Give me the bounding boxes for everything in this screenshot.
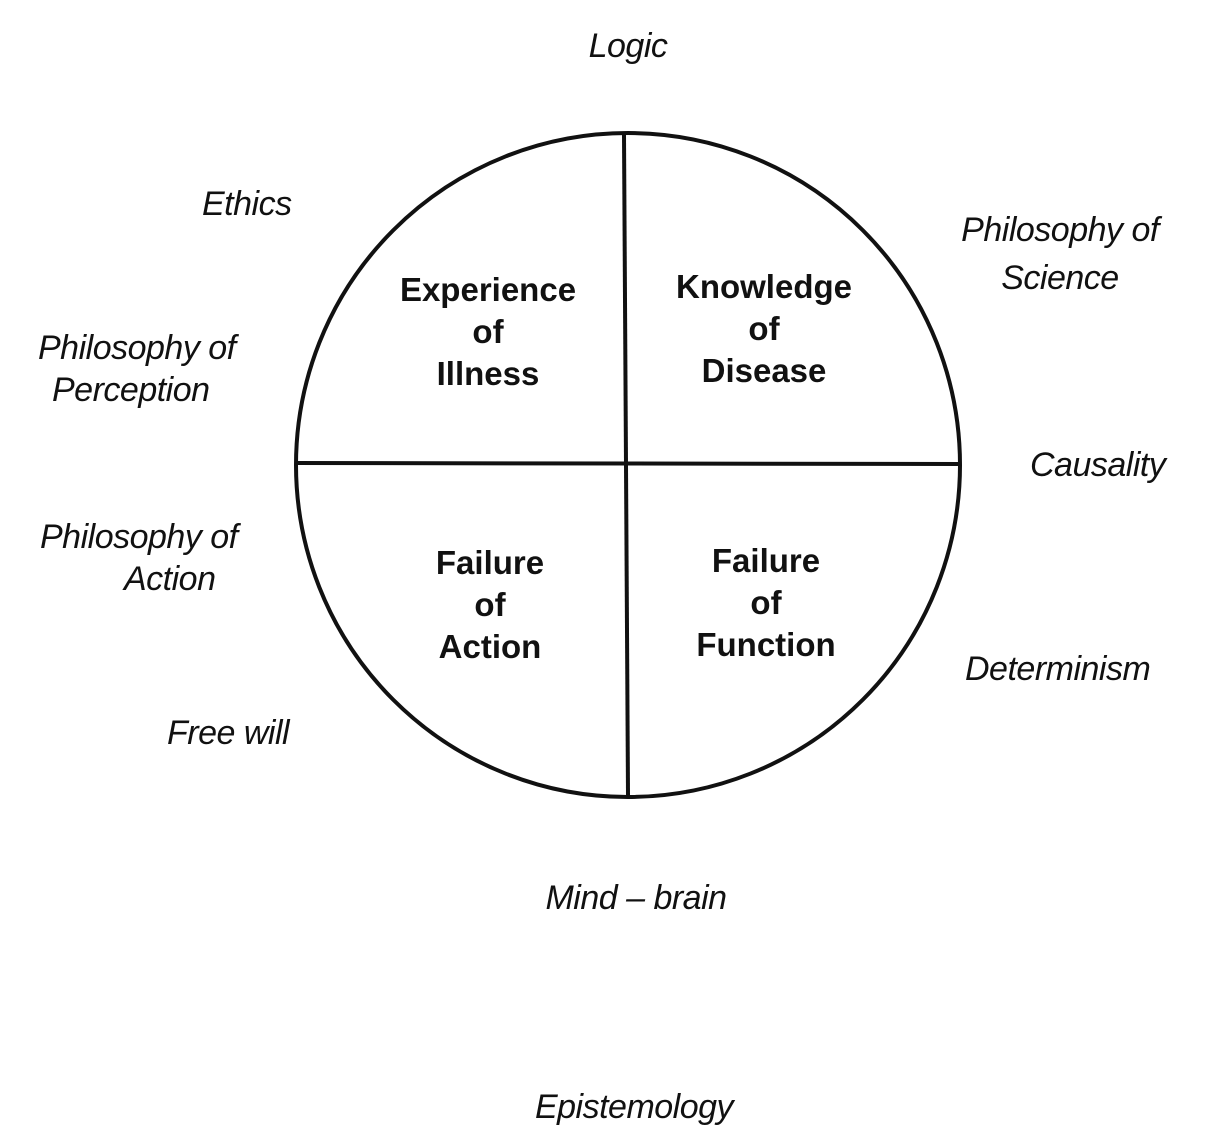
quadrant-line: Experience bbox=[399, 271, 577, 308]
horizontal-divider bbox=[295, 461, 961, 466]
quadrant-failure-of-function: Failure of Function bbox=[696, 540, 835, 666]
quadrant-line: Failure bbox=[435, 544, 545, 581]
label-determinism: Determinism bbox=[965, 650, 1151, 688]
quadrant-line: of bbox=[750, 584, 782, 621]
label-free-will: Free will bbox=[167, 714, 290, 752]
label-line: Philosophy of bbox=[961, 211, 1159, 249]
quadrant-line: of bbox=[748, 310, 780, 347]
label-philosophy-of-perception: Philosophy of Perception bbox=[38, 327, 236, 411]
label-ethics: Ethics bbox=[202, 185, 292, 223]
quadrant-line: of bbox=[474, 586, 506, 623]
label-epistemology: Epistemology bbox=[534, 1088, 734, 1126]
label-line: Science bbox=[1001, 259, 1119, 297]
label-mind-brain: Mind – brain bbox=[545, 879, 727, 917]
quadrant-failure-of-action: Failure of Action bbox=[436, 542, 544, 668]
quadrant-line: Knowledge bbox=[675, 268, 853, 305]
quadrant-line: Action bbox=[438, 628, 542, 665]
label-line: Action bbox=[124, 560, 216, 598]
label-philosophy-of-action: Philosophy of Action bbox=[40, 516, 238, 600]
label-philosophy-of-science: Philosophy of Science bbox=[961, 206, 1159, 302]
quadrant-line: Disease bbox=[701, 352, 827, 389]
label-line: Philosophy of bbox=[40, 518, 238, 556]
quadrant-knowledge-of-disease: Knowledge of Disease bbox=[676, 266, 852, 392]
quadrant-experience-of-illness: Experience of Illness bbox=[400, 269, 576, 395]
label-line: Philosophy of bbox=[38, 329, 236, 367]
label-line: Perception bbox=[52, 371, 210, 409]
quadrant-line: Failure bbox=[711, 542, 821, 579]
quadrant-line: Function bbox=[696, 626, 836, 663]
label-logic: Logic bbox=[588, 27, 668, 65]
quadrant-line: of bbox=[472, 313, 504, 350]
quadrant-line: Illness bbox=[436, 355, 540, 392]
label-causality: Causality bbox=[1030, 446, 1166, 484]
